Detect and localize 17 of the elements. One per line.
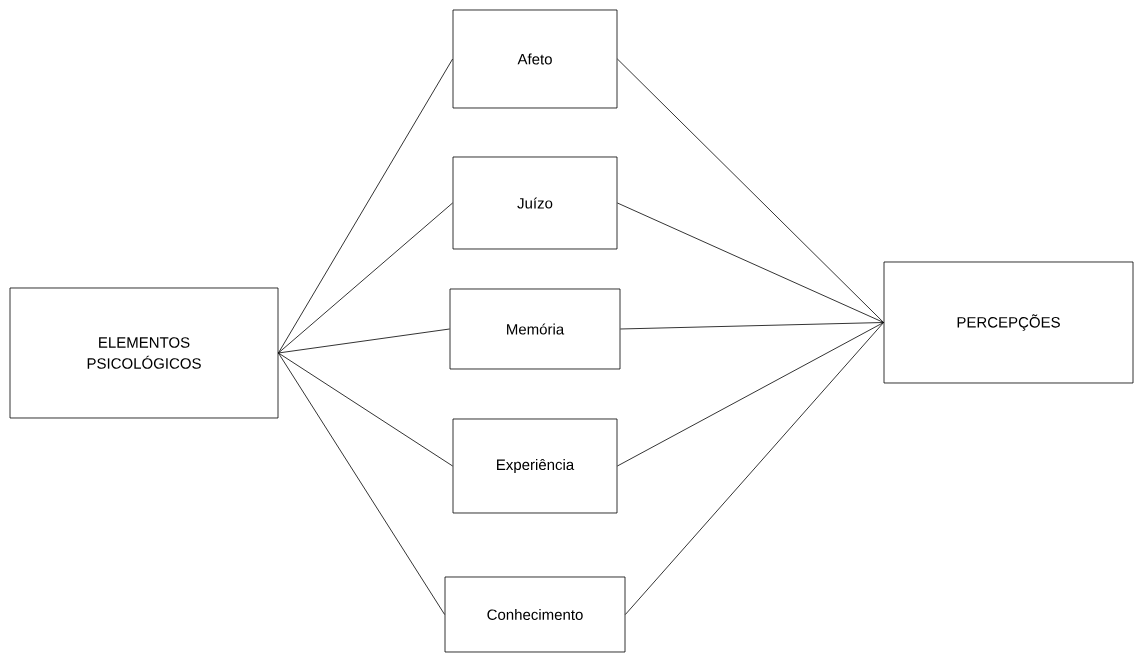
element-box: Memória bbox=[449, 288, 621, 370]
element-box: Experiência bbox=[452, 418, 618, 514]
connector-line bbox=[278, 202, 453, 354]
element-box: Afeto bbox=[452, 9, 618, 109]
connector-line bbox=[278, 328, 450, 354]
connector-line bbox=[278, 352, 453, 467]
source-box: ELEMENTOS PSICOLÓGICOS bbox=[9, 287, 279, 419]
connector-line bbox=[617, 58, 884, 323]
connector-line bbox=[278, 58, 453, 354]
target-box: PERCEPÇÕES bbox=[883, 261, 1134, 384]
element-box: Conhecimento bbox=[444, 576, 626, 653]
connector-line bbox=[625, 322, 884, 615]
connector-line bbox=[620, 322, 884, 330]
element-box: Juízo bbox=[452, 156, 618, 250]
connector-line bbox=[617, 322, 884, 467]
connector-line bbox=[278, 352, 445, 615]
connector-line bbox=[617, 202, 884, 323]
